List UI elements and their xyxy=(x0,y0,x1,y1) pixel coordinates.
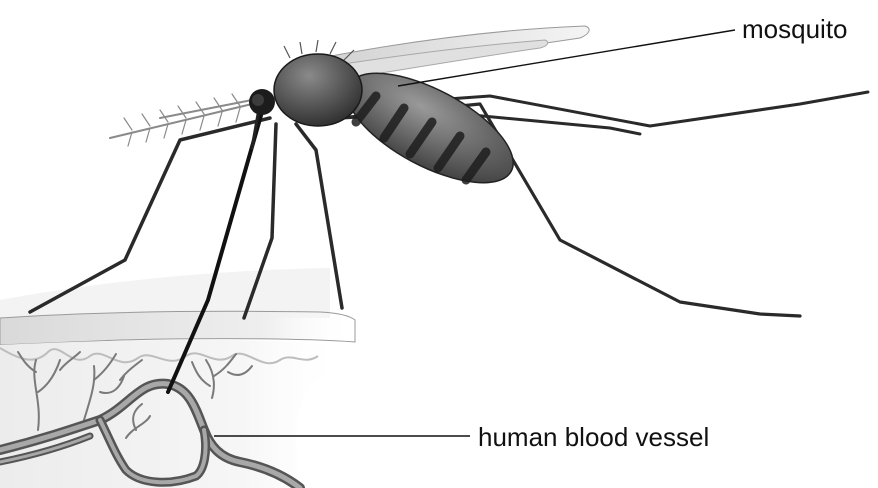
skin-surface-haze xyxy=(0,268,330,318)
dermis-layer xyxy=(0,340,345,488)
epidermis-layer xyxy=(0,311,355,345)
mosquito-thorax xyxy=(274,54,362,126)
blood-vessel-label: human blood vessel xyxy=(478,424,709,450)
mosquito-eye xyxy=(252,94,264,106)
mosquito-label: mosquito xyxy=(742,16,848,42)
